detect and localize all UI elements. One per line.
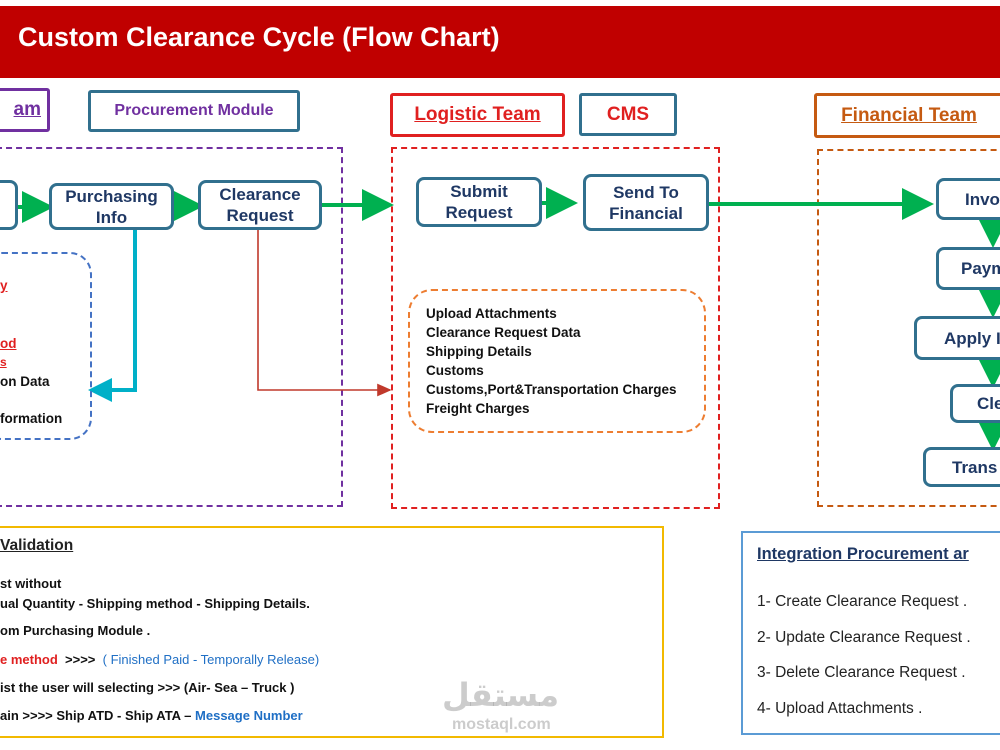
watermark-logo-arabic: مستقل <box>442 677 560 713</box>
validation-line-3: om Purchasing Module . <box>0 623 151 638</box>
purchasing-info-box <box>0 252 92 440</box>
validation-title: Validation <box>0 537 74 554</box>
send-to-financial-node[interactable]: Send To Financial <box>583 174 709 231</box>
arrow-clearance-to-logistic-list <box>257 230 392 397</box>
cms-label: CMS <box>579 93 677 136</box>
financial-team-label: Financial Team <box>814 93 1000 138</box>
info-line-2: od <box>0 336 17 351</box>
purchasing-info-node[interactable]: Purchasing Info <box>49 183 174 230</box>
arrow-purchasing-to-info <box>88 230 137 402</box>
validation-method-label: e method <box>0 652 58 667</box>
validation-ship-dates: ain >>>> Ship ATD - Ship ATA – <box>0 708 196 723</box>
logistic-team-label: Logistic Team <box>390 93 565 137</box>
validation-release-options: ( Finished Paid - Temporally Release) <box>102 652 320 667</box>
info-line-3: s <box>0 355 7 369</box>
logistic-item: Customs <box>426 363 484 378</box>
logistic-item: Clearance Request Data <box>426 325 581 340</box>
logistic-item: Upload Attachments <box>426 306 557 321</box>
procurement-module-label: Procurement Module <box>88 90 300 132</box>
info-line-1: y <box>0 278 8 293</box>
info-line-4: on Data <box>0 374 50 389</box>
payment-node-partial[interactable]: Paym <box>936 247 1000 290</box>
info-line-5: formation <box>0 411 63 426</box>
integration-title: Integration Procurement ar <box>757 545 969 563</box>
submit-request-node[interactable]: Submit Request <box>416 177 542 227</box>
start-node-partial[interactable] <box>0 180 18 230</box>
logistic-item: Freight Charges <box>426 401 530 416</box>
logistic-region <box>391 147 720 509</box>
validation-line-4: e method >>>> ( Finished Paid - Temporal… <box>0 652 319 667</box>
logistic-details-box <box>408 289 706 433</box>
logistic-item: Customs,Port&Transportation Charges <box>426 382 677 397</box>
watermark-logo-latin: mostaql.com <box>452 716 551 733</box>
validation-line-5: ist the user will selecting >>> (Air- Se… <box>0 680 295 695</box>
clearance-node-partial[interactable]: Cle <box>950 384 1000 423</box>
integration-item: 3- Delete Clearance Request . <box>757 664 966 681</box>
integration-item: 2- Update Clearance Request . <box>757 629 971 646</box>
integration-item: 4- Upload Attachments . <box>757 700 923 717</box>
validation-line-1: st without <box>0 576 62 591</box>
validation-line-2: ual Quantity - Shipping method - Shippin… <box>0 596 310 611</box>
transfer-node-partial[interactable]: Trans <box>923 447 1000 487</box>
validation-arrows: >>>> <box>57 652 103 667</box>
integration-item: 1- Create Clearance Request . <box>757 593 968 610</box>
procurement-region <box>0 147 343 507</box>
financial-region <box>817 149 1000 507</box>
validation-box <box>0 526 664 738</box>
invoice-node-partial[interactable]: Invo <box>936 178 1000 220</box>
integration-box <box>741 531 1000 735</box>
logistic-details-list: Upload Attachments Clearance Request Dat… <box>426 304 677 418</box>
validation-message-number: Message Number <box>195 708 303 723</box>
clearance-request-node[interactable]: Clearance Request <box>198 180 322 230</box>
page-title: Custom Clearance Cycle (Flow Chart) <box>18 22 500 52</box>
apply-node-partial[interactable]: Apply I <box>914 316 1000 360</box>
validation-line-6: ain >>>> Ship ATD - Ship ATA – Message N… <box>0 708 303 723</box>
title-bar <box>0 6 1000 78</box>
team-label-left: am <box>0 88 50 132</box>
logistic-item: Shipping Details <box>426 344 532 359</box>
